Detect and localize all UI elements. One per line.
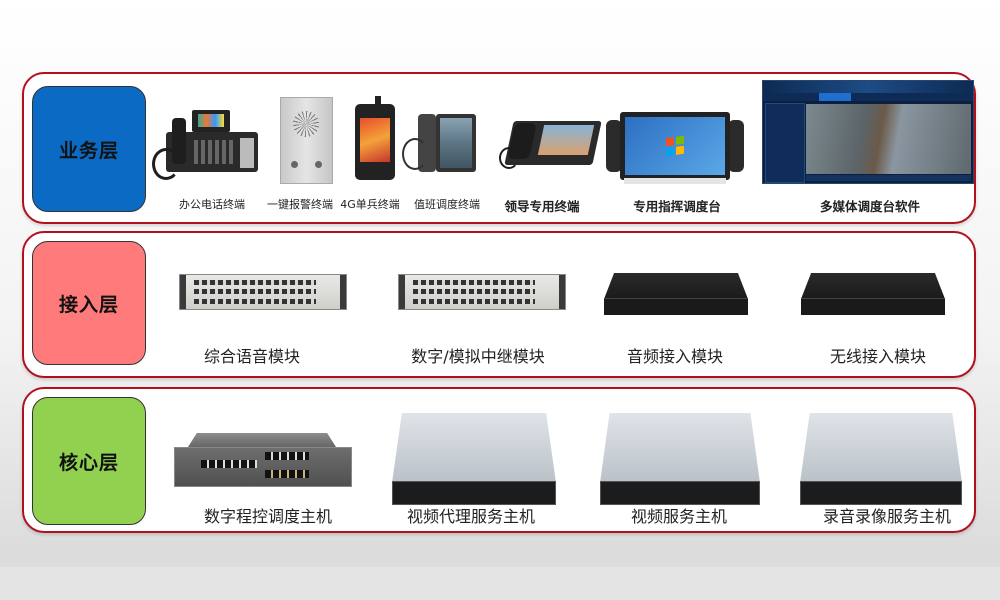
desk-phone-icon [152,110,258,180]
item-label: 音频接入模块 [626,347,724,366]
server-icon [600,413,760,505]
item-label: 录音录像服务主机 [822,507,952,526]
layer-core: 核心层 数字程控调度主机 视频代理服务主机 视频服务主机 录音录像服务主机 [22,387,976,533]
trunk-gateway-icon [398,274,566,310]
item-label: 视频服务主机 [630,507,728,526]
video-phone-icon [402,114,480,172]
item-label: 视频代理服务主机 [406,507,536,526]
rugged-handheld-icon [355,96,395,180]
item-label: 专用指挥调度台 [633,199,721,214]
item-label: 办公电话终端 [179,198,245,211]
item-label: 数字程控调度主机 [203,507,333,526]
voice-gateway-icon [179,274,347,310]
item-label: 值班调度终端 [414,198,480,211]
server-icon [800,413,962,505]
wireless-access-icon [801,273,945,315]
layer-label-access: 接入层 [32,241,146,365]
dispatch-software-icon [762,80,974,184]
executive-phone-icon [499,117,602,169]
item-label: 多媒体调度台软件 [819,199,921,214]
layer-label-core: 核心层 [32,397,146,525]
dispatch-console-icon [606,112,746,184]
item-label: 一键报警终端 [267,198,333,211]
background-band [0,567,1000,600]
server-icon [392,413,556,505]
layer-access: 接入层 综合语音模块 数字/模拟中继模块 音频接入模块 无线接入模块 [22,231,976,378]
layer-label-business: 业务层 [32,86,146,212]
alarm-panel-icon [280,97,333,184]
pbx-chassis-icon [174,433,352,487]
item-label: 无线接入模块 [829,347,927,366]
item-label: 4G单兵终端 [340,198,400,211]
item-label: 数字/模拟中继模块 [411,347,545,366]
item-label: 综合语音模块 [203,347,301,366]
item-label: 领导专用终端 [504,199,580,214]
audio-access-icon [604,273,748,315]
